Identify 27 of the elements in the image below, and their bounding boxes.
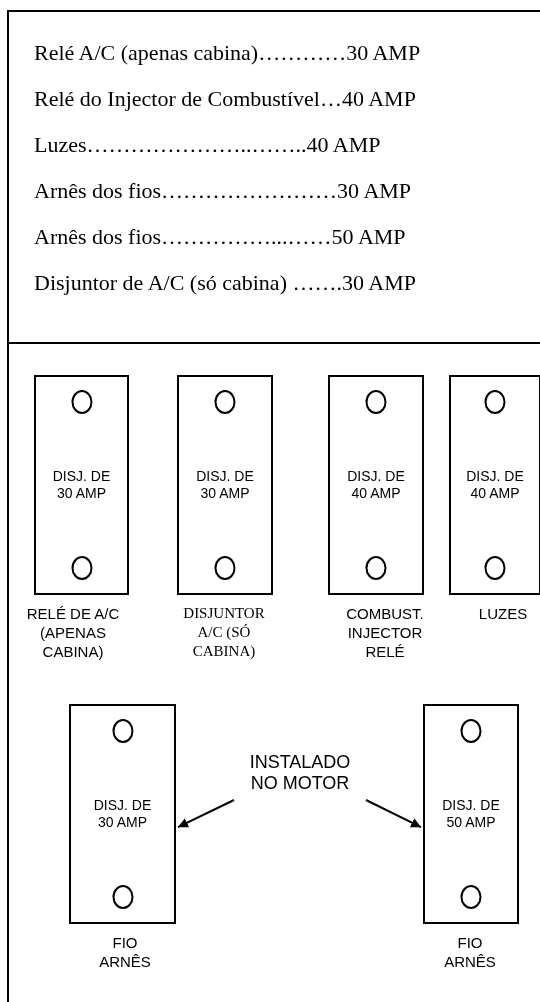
breaker-caption: FIO ARNÊS (443, 933, 497, 971)
circuit-breaker (34, 375, 129, 595)
breaker-rating: DISJ. DE 40 AMP (465, 468, 525, 502)
circuit-breaker (177, 375, 273, 595)
breaker-caption: LUZES (477, 604, 529, 623)
circuit-breaker (328, 375, 424, 595)
breaker-rating: DISJ. DE 30 AMP (51, 468, 112, 502)
circuit-breaker (69, 704, 176, 924)
arrow (365, 799, 422, 829)
arrow (177, 799, 235, 829)
circuit-breaker (449, 375, 540, 595)
list-item: Arnês dos fios……………………30 AMP (34, 177, 413, 205)
breaker-caption: COMBUST. INJECTOR RELÉ (345, 604, 425, 661)
callout-text: INSTALADO NO MOTOR (240, 752, 360, 794)
breaker-caption: RELÉ DE A/C (APENAS CABINA) (25, 604, 121, 661)
breaker-caption: DISJUNTOR A/C (SÓ CABINA) (182, 604, 266, 661)
breaker-rating: DISJ. DE 30 AMP (92, 797, 153, 831)
breaker-rating: DISJ. DE 40 AMP (346, 468, 406, 502)
list-item: Luzes…………………..……..40 AMP (34, 131, 382, 159)
list-item: Relé A/C (apenas cabina)…………30 AMP (34, 39, 421, 67)
breaker-caption: FIO ARNÊS (98, 933, 152, 971)
list-item: Arnês dos fios……………...……50 AMP (34, 223, 407, 251)
circuit-breaker (423, 704, 519, 924)
list-item: Disjuntor de A/C (só cabina) …….30 AMP (34, 269, 417, 297)
breaker-rating: DISJ. DE 30 AMP (195, 468, 255, 502)
list-item: Relé do Injector de Combustível…40 AMP (34, 85, 417, 113)
breaker-rating: DISJ. DE 50 AMP (441, 797, 501, 831)
